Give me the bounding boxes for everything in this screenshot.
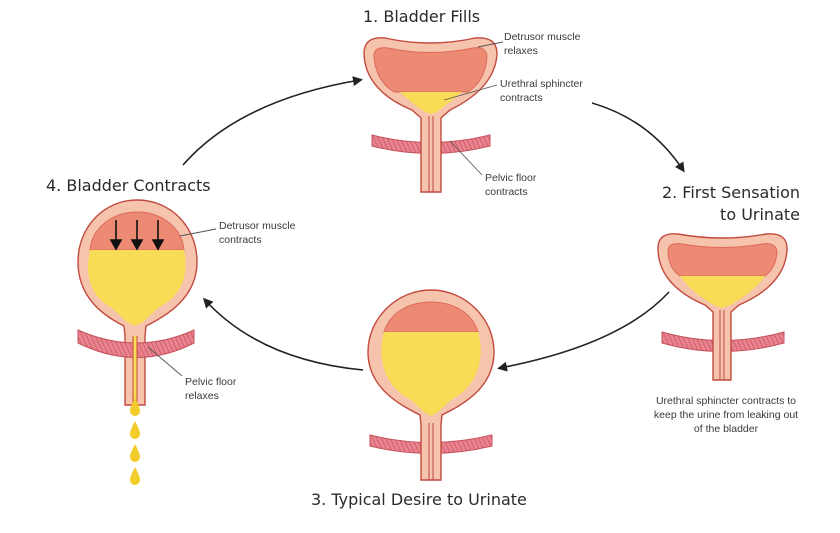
detrusor-muscle	[667, 243, 778, 277]
annotation-line: Detrusor muscle	[219, 220, 296, 232]
bladder-stage-1	[363, 37, 498, 193]
urethra-lumen	[428, 116, 434, 192]
annotation-detrusor-relaxes: Detrusor muscle relaxes	[504, 30, 580, 58]
annotation-detrusor-contracts: Detrusor muscle contracts	[219, 219, 295, 247]
urine	[400, 92, 462, 114]
leader-line	[443, 84, 498, 101]
leader-line	[147, 346, 183, 377]
leader-line	[179, 228, 217, 237]
stage-2-title-line: to Urinate	[720, 205, 800, 224]
contraction-arrows	[109, 220, 165, 251]
arrow-4-to-1	[182, 76, 363, 166]
stage-3-title: 3. Typical Desire to Urinate	[311, 490, 527, 509]
bladder-stage-2	[657, 233, 788, 381]
stage-2-title-line: 2. First Sensation	[661, 183, 800, 202]
urine-drop	[130, 467, 140, 485]
cycle-arrows	[182, 76, 685, 372]
urine-stream	[133, 336, 137, 405]
leader-line	[449, 140, 483, 176]
annotation-line: keep the urine from leaking out	[653, 409, 799, 421]
annotation-sphincter-keeps-urine: Urethral sphincter contracts to keep the…	[641, 394, 811, 436]
urine	[381, 332, 481, 416]
urethra-lumen	[132, 336, 138, 405]
annotation-line: relaxes	[185, 390, 219, 402]
annotation-sphincter-contracts: Urethral sphincter contracts	[500, 77, 583, 105]
urine-drop	[130, 421, 140, 439]
annotation-pelvic-floor-relaxes: Pelvic floor relaxes	[185, 375, 236, 403]
annotation-line: contracts	[500, 92, 543, 104]
annotation-line: Pelvic floor	[485, 172, 537, 184]
annotation-line: contracts	[485, 186, 528, 198]
annotation-line: contracts	[219, 234, 262, 246]
urine-drops	[130, 398, 140, 485]
detrusor-muscle	[383, 301, 479, 333]
arrow-2-to-3	[497, 291, 670, 372]
arrow-1-to-2	[591, 102, 685, 173]
urine-drop	[130, 444, 140, 462]
stage-2-title: 2. First Sensation to Urinate	[646, 182, 800, 226]
urine	[680, 276, 765, 308]
annotation-line: Pelvic floor	[185, 376, 237, 388]
detrusor-muscle	[373, 47, 488, 93]
stage-4-title: 4. Bladder Contracts	[46, 176, 211, 195]
annotation-line: relaxes	[504, 45, 538, 57]
urine	[88, 250, 186, 326]
urine-drop	[130, 398, 140, 416]
annotation-pelvic-floor-contracts: Pelvic floor contracts	[485, 171, 536, 199]
annotation-line: of the bladder	[693, 423, 759, 435]
annotation-line: Urethral sphincter contracts to	[655, 395, 797, 407]
urethra-lumen	[428, 423, 434, 480]
bladder-stage-3	[367, 289, 495, 481]
stage-1-title: 1. Bladder Fills	[363, 7, 481, 26]
annotation-line: Detrusor muscle	[504, 31, 581, 43]
leader-lines	[147, 41, 504, 377]
urethra-lumen	[719, 310, 725, 380]
bladder-stage-4	[77, 199, 198, 485]
leader-line	[477, 41, 504, 48]
arrow-3-to-4	[202, 297, 364, 371]
annotation-line: Urethral sphincter	[500, 78, 583, 90]
